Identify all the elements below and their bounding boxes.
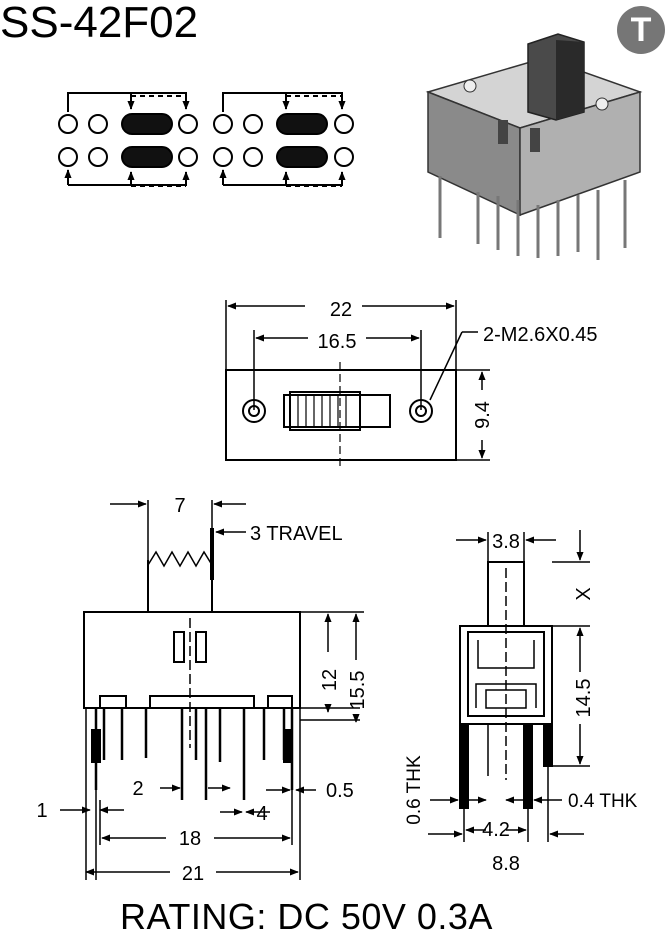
dim-overall-width-22: 22 [330,299,352,321]
dim-side-body-height-14-5: 14.5 [573,679,595,718]
rating-label: RATING: DC 50V 0.3A [120,896,493,937]
dim-group-pitch-4: 4 [256,803,267,825]
dim-side-knob-width-3-8: 3.8 [492,531,520,553]
switch-3d-illustration [425,33,643,260]
dim-row-spacing-4-2: 4.2 [482,819,510,841]
label-mounting-holes: 2-M2.6X0.45 [483,324,598,346]
model-title: SS-42F02 [0,0,199,47]
dim-hole-spacing-16-5: 16.5 [318,331,357,353]
dim-pin-thickness-0-5: 0.5 [326,780,354,802]
dim-edge-offset-1: 1 [36,800,47,822]
dim-pin-pitch-2: 2 [132,778,143,800]
label-travel: 3 TRAVEL [250,523,343,545]
dim-height-9-4: 9.4 [472,401,494,429]
schematic-right-block [213,92,354,187]
dim-overall-width-21: 21 [182,863,204,885]
top-view [225,300,490,468]
dim-knob-height-x: X [573,587,595,600]
front-view [60,500,364,880]
label-lead-thickness-0-4: 0.4 THK [568,791,638,812]
dim-total-height-15-5: 15.5 [347,671,369,710]
brand-logo-icon: T [617,6,665,54]
dim-body-height-12: 12 [319,669,341,691]
side-view [428,530,590,842]
label-lead-thickness-0-6: 0.6 THK [404,755,425,825]
circuit-schematic [58,92,354,187]
dim-knob-width-7: 7 [174,495,185,517]
schematic-left-block [58,92,198,187]
dim-pin-span-18: 18 [179,828,201,850]
dim-lead-span-8-8: 8.8 [492,853,520,875]
